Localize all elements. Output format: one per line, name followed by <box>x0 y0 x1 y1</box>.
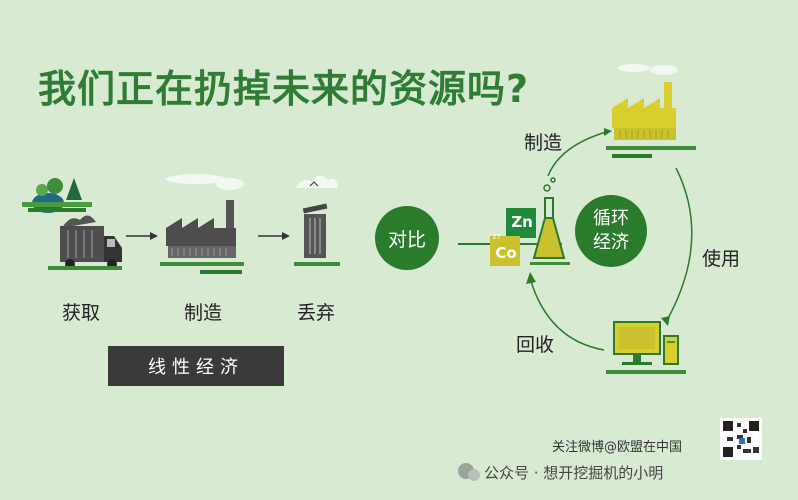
arc-manufacture <box>547 131 607 177</box>
arc-recycle <box>529 277 605 351</box>
circular-factory-ground-2 <box>612 154 652 158</box>
arc-use <box>665 167 693 323</box>
qr-code-icon <box>720 418 762 460</box>
trash-can-icon <box>296 175 338 258</box>
arrowhead-icon <box>604 128 612 136</box>
step-label-manufacture: 制造 <box>184 302 223 324</box>
cycle-label-manufacture: 制造 <box>524 132 563 154</box>
circular-label-line2: 经济 <box>593 232 629 253</box>
element-number-co: 27 <box>492 233 501 241</box>
element-tiles <box>490 208 536 266</box>
factory-ground <box>160 262 244 266</box>
zinc-tile <box>506 208 536 238</box>
wechat-icon <box>458 463 480 481</box>
trash-ground <box>294 262 340 266</box>
weibo-follow-text: 关注微博@欧盟在中国 <box>552 440 683 455</box>
flask-icon <box>532 177 566 259</box>
computer-ground <box>606 370 686 374</box>
circular-label-line1: 循环 <box>593 208 629 229</box>
circular-factory-ground <box>606 146 696 150</box>
linear-economy-label: 线性经济 <box>108 346 284 386</box>
element-symbol-zn: Zn <box>511 213 533 231</box>
computer-icon <box>613 321 679 365</box>
step-label-obtain: 获取 <box>62 302 101 324</box>
factory-icon <box>612 64 678 140</box>
element-symbol-co: Co <box>495 244 517 262</box>
cycle-arrows <box>529 131 693 351</box>
cycle-label-use: 使用 <box>702 248 741 270</box>
truck-icon <box>60 215 122 269</box>
flask-ground <box>530 262 570 265</box>
step-label-discard: 丢弃 <box>297 302 336 324</box>
arrow-icon <box>126 232 158 240</box>
landscape-icon <box>22 178 92 213</box>
page-title: 我们正在扔掉未来的资源吗? <box>38 67 530 111</box>
circular-economy-badge: 循环 经济 <box>575 195 647 267</box>
truck-ground <box>48 266 122 270</box>
compare-badge: 对比 <box>375 206 439 270</box>
arrowhead-icon <box>661 316 670 326</box>
cycle-label-recycle: 回收 <box>516 334 555 356</box>
cobalt-tile <box>490 236 520 266</box>
arrowhead-icon <box>526 272 536 284</box>
watermark-text: 公众号 · 想开挖掘机的小明 <box>484 464 664 482</box>
factory-icon <box>166 174 244 258</box>
factory-ground-2 <box>200 270 242 274</box>
arrow-icon <box>258 232 290 240</box>
